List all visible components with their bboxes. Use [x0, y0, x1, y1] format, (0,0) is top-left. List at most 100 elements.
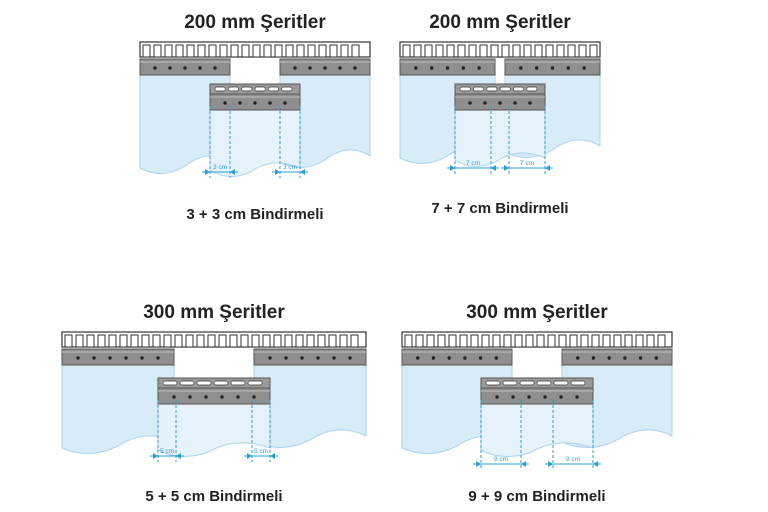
rail-hook: [523, 44, 532, 58]
rail-hook: [218, 334, 227, 348]
rail-hook: [501, 44, 510, 58]
mounting-plate-right: [504, 58, 601, 76]
mounting-plate-left: [399, 58, 496, 76]
rail-hook: [470, 334, 479, 348]
rail-hook: [108, 334, 117, 348]
rail-hook: [86, 334, 95, 348]
rail-hook: [119, 334, 128, 348]
clamp-slot: [213, 380, 229, 386]
rail-hook: [556, 44, 565, 58]
rail-hook: [141, 334, 150, 348]
overlap-dimension-left: 7 cm: [447, 106, 499, 174]
strip-curtain-drawing: 5 cm 5 cm: [61, 331, 367, 462]
clamp-slot: [502, 380, 518, 386]
rail-hook: [402, 44, 411, 58]
clamp-slot: [519, 380, 535, 386]
rail-hook: [492, 334, 501, 348]
rail-hook: [197, 44, 206, 58]
rail-hook: [415, 334, 424, 348]
rail-hook: [534, 44, 543, 58]
curtain-strip-center: [480, 399, 594, 457]
overlap-dimension-label: 9 cm: [566, 456, 580, 463]
rail-hook: [340, 44, 349, 58]
overlap-dimension-right: 5 cm: [244, 400, 278, 462]
clamp-slot: [247, 380, 263, 386]
overlap-dimension-label: 7 cm: [466, 160, 480, 167]
clamp-slot: [230, 380, 246, 386]
panel-caption: 7 + 7 cm Bindirmeli: [431, 200, 569, 217]
rail-hook: [468, 44, 477, 58]
rail-hook: [437, 334, 446, 348]
clamp-slot: [214, 86, 226, 92]
overlap-dimension-label: 5 cm: [160, 448, 174, 455]
rail-hook: [295, 334, 304, 348]
clamp-slot: [459, 86, 471, 92]
rail-hook: [317, 334, 326, 348]
rail-hook: [350, 334, 359, 348]
rail-hook: [536, 334, 545, 348]
rail-hook: [273, 334, 282, 348]
rail-hook: [164, 44, 173, 58]
rail-hook: [569, 334, 578, 348]
panel-title: 200 mm Şeritler: [429, 12, 571, 33]
rail-hook: [578, 44, 587, 58]
mounting-plate-left: [401, 348, 513, 366]
rail-hook: [512, 44, 521, 58]
mounting-plate-right: [279, 58, 371, 76]
rail-hook: [459, 334, 468, 348]
strip-curtain-drawing: 7 cm 7 cm: [399, 41, 601, 174]
rail-hook: [274, 44, 283, 58]
clamp-slot: [570, 380, 586, 386]
curtain-strip-right: [253, 364, 367, 448]
rail-hook: [448, 334, 457, 348]
rail-hook: [285, 44, 294, 58]
overlap-dimension-right: 7 cm: [501, 106, 553, 174]
clamp-slot: [227, 86, 240, 92]
overlap-dimension-label: 3 cm: [213, 164, 227, 171]
rail-hook: [307, 44, 316, 58]
rail-hook: [514, 334, 523, 348]
rail-hook: [404, 334, 413, 348]
rail-hook: [241, 44, 250, 58]
overlap-dimension-right: 9 cm: [545, 400, 601, 470]
overlap-dimension-right: 3 cm: [272, 106, 308, 178]
panel-caption: 3 + 3 cm Bindirmeli: [186, 206, 324, 223]
panel-title: 300 mm Şeritler: [466, 302, 608, 323]
rail-hook: [284, 334, 293, 348]
rail-hook: [142, 44, 151, 58]
clamp-slot: [267, 86, 280, 92]
rail-hook: [229, 334, 238, 348]
rail-hook: [153, 44, 162, 58]
mounting-plate-right: [253, 348, 367, 366]
overlap-dimension-left: 9 cm: [473, 400, 529, 470]
overlap-dimension-label: 3 cm: [283, 164, 297, 171]
overlap-dimension-label: 5 cm: [254, 448, 268, 455]
panel-title: 200 mm Şeritler: [184, 12, 326, 33]
clamp-slot: [485, 380, 501, 386]
panel-1: 200 mm Şeritler 3 cm 3 cm 3 + 3 cm Bindirme…: [139, 12, 371, 228]
rail-hook: [130, 334, 139, 348]
rail-hook: [208, 44, 217, 58]
rail-hook: [185, 334, 194, 348]
rail-hook: [207, 334, 216, 348]
rail-hook: [252, 44, 261, 58]
clamp-slot: [526, 86, 538, 92]
rail-hook: [318, 44, 327, 58]
panel-caption: 9 + 9 cm Bindirmeli: [468, 488, 606, 505]
clamp-slot: [536, 380, 552, 386]
clamp-slot: [254, 86, 266, 92]
rail-hook: [296, 44, 305, 58]
rail-hook: [306, 334, 315, 348]
rail-hook: [240, 334, 249, 348]
rail-hook: [481, 334, 490, 348]
rail-hook: [413, 44, 422, 58]
rail-hook: [329, 44, 338, 58]
rail-hook: [186, 44, 195, 58]
clamp-slot: [241, 86, 253, 92]
mounting-plate-right: [561, 348, 673, 366]
overlap-dimension-label: 7 cm: [520, 160, 534, 167]
clamp-slot: [179, 380, 195, 386]
clamp-slot: [499, 86, 511, 92]
